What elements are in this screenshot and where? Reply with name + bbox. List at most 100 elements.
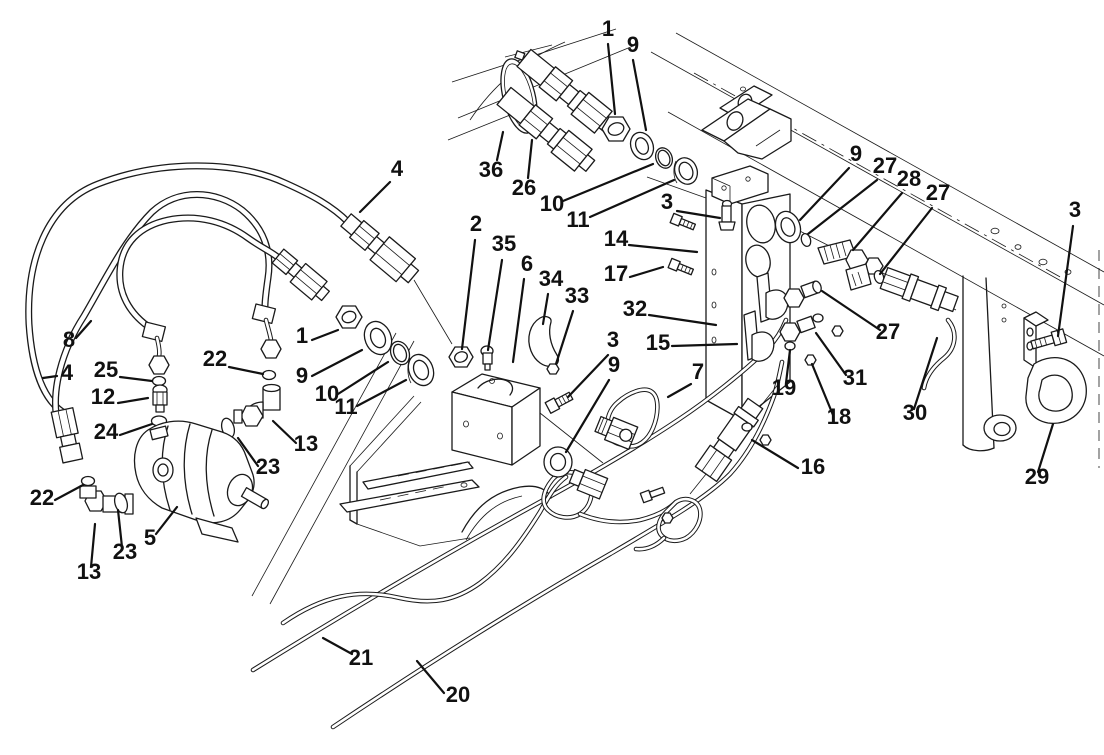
hose-end-fitting-upper <box>340 213 420 284</box>
part-number-label: 34 <box>539 266 564 291</box>
part-number-label: 13 <box>77 559 101 584</box>
callout-33: 33 <box>554 283 589 366</box>
leader-line <box>541 292 550 326</box>
tube-end-hex-a <box>783 288 805 308</box>
leader-line <box>647 313 718 327</box>
callout-27: 27 <box>878 180 950 276</box>
fitting-12 <box>152 384 168 413</box>
callout-26: 26 <box>512 138 536 200</box>
part-number-label: 26 <box>512 175 536 200</box>
leader-line <box>227 365 265 376</box>
callout-29: 29 <box>1025 422 1055 489</box>
nut-small <box>661 512 674 524</box>
leader-line <box>750 438 800 470</box>
leader-line <box>798 166 851 222</box>
washer-19 <box>784 341 796 351</box>
leader-line <box>820 289 882 332</box>
part-number-label: 16 <box>801 454 825 479</box>
part-number-label: 23 <box>256 454 280 479</box>
hook-29 <box>1025 357 1087 424</box>
part-number-label: 18 <box>827 404 851 429</box>
leader-line <box>628 265 665 279</box>
hose-coupler-bl <box>50 407 84 464</box>
leader-line <box>310 328 340 342</box>
callout-32: 32 <box>623 296 718 327</box>
leader-line <box>154 505 179 536</box>
leader-line <box>321 636 354 656</box>
leader-line <box>554 309 575 366</box>
callout-13: 13 <box>77 522 101 584</box>
washer-22b <box>261 369 277 381</box>
tube-20 <box>330 359 785 730</box>
callout-13: 13 <box>271 419 318 456</box>
bolt-17b <box>667 257 695 276</box>
part-number-label: 11 <box>334 394 357 419</box>
part-number-label: 9 <box>627 32 639 57</box>
clevis-bracket <box>701 85 792 160</box>
part-number-label: 24 <box>94 419 119 444</box>
leader-line <box>1036 422 1055 474</box>
leader-line <box>784 348 792 385</box>
callout-4: 4 <box>358 156 404 214</box>
hose-elbow-e2 <box>251 303 282 359</box>
leader-line <box>511 277 526 364</box>
leader-line <box>1056 224 1075 338</box>
callout-3: 3 <box>661 189 722 220</box>
hose-end-fitting-lower <box>271 248 331 302</box>
part-number-label: 3 <box>661 189 673 214</box>
leader-line <box>561 162 655 203</box>
callout-2: 2 <box>460 211 482 351</box>
leader-line <box>358 180 392 214</box>
part-number-label: 12 <box>91 384 115 409</box>
leader-line <box>74 319 93 340</box>
callout-27: 27 <box>806 153 897 236</box>
callout-10: 10 <box>315 360 390 406</box>
part-number-label: 27 <box>876 319 900 344</box>
hose-4b <box>116 214 284 336</box>
part-number-label: 8 <box>63 327 75 352</box>
stack-left <box>335 279 494 387</box>
part-number-label: 22 <box>203 346 227 371</box>
washer-25 <box>151 375 167 387</box>
part-number-label: 22 <box>30 485 54 510</box>
callout-24: 24 <box>94 419 154 444</box>
part-number-label: 20 <box>446 682 470 707</box>
callout-21: 21 <box>321 636 373 670</box>
part-number-label: 21 <box>349 645 373 670</box>
leader-line <box>116 508 124 549</box>
callout-20: 20 <box>415 659 470 707</box>
leader-line <box>53 483 85 502</box>
callout-17: 17 <box>604 261 665 286</box>
leader-line <box>606 42 617 116</box>
leader-line <box>116 396 150 405</box>
part-number-label: 25 <box>94 357 118 382</box>
callout-19: 19 <box>772 348 796 400</box>
part-number-label: 11 <box>566 207 589 232</box>
clamp-assembly <box>743 272 844 366</box>
callout-9: 9 <box>564 352 620 454</box>
leader-line <box>355 378 408 408</box>
leader-line <box>271 419 298 445</box>
leader-line <box>670 342 739 348</box>
leader-line <box>814 331 848 377</box>
part-number-label: 23 <box>113 539 137 564</box>
strap-34 <box>528 315 560 375</box>
callout-3: 3 <box>1056 197 1081 338</box>
leader-line <box>806 178 879 236</box>
bolt-3-right <box>1030 328 1068 350</box>
callout-1: 1 <box>296 323 340 348</box>
nut-33 <box>546 363 560 375</box>
callout-10: 10 <box>540 162 655 216</box>
washer-small <box>741 422 753 432</box>
leader-line <box>810 362 835 417</box>
callout-25: 25 <box>94 357 154 383</box>
part-number-label: 3 <box>607 327 619 352</box>
leader-line <box>526 138 534 180</box>
frame-platform <box>339 461 552 547</box>
callout-7: 7 <box>666 359 704 399</box>
loop-fitting-hex-lower <box>568 468 609 500</box>
callout-9: 9 <box>296 348 364 388</box>
o-ring-27c <box>812 280 822 294</box>
part-number-label: 3 <box>1069 197 1081 222</box>
hose-4 <box>25 162 352 418</box>
